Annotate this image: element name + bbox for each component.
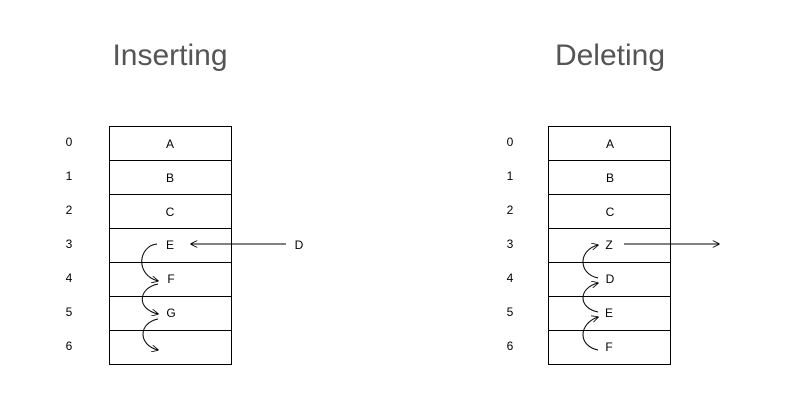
delete-cell-6	[548, 330, 671, 365]
delete-shift-arrow-4-3	[582, 245, 598, 279]
delete-cell-6-value: F	[605, 340, 612, 354]
insert-index-2: 2	[66, 203, 73, 217]
insert-cell-6	[109, 330, 232, 365]
delete-index-3: 3	[507, 237, 514, 251]
insert-array: A B C E F G	[109, 126, 232, 365]
insert-cell-2-value: C	[166, 205, 175, 219]
insert-shift-arrows	[141, 243, 158, 350]
insert-index-1: 1	[66, 169, 73, 183]
delete-index-2: 2	[507, 203, 514, 217]
delete-cell-4-value: D	[606, 272, 615, 286]
insert-index-6: 6	[66, 339, 73, 353]
insert-cell-1-value: B	[166, 171, 174, 185]
delete-index-5: 5	[507, 305, 514, 319]
insert-index-3: 3	[66, 237, 73, 251]
delete-cell-0-value: A	[606, 137, 614, 151]
insert-shift-arrow-3-4	[141, 243, 158, 281]
insert-title: Inserting	[112, 39, 227, 72]
insert-index-column: 0 1 2 3 4 5 6	[66, 135, 73, 353]
delete-title: Deleting	[555, 39, 665, 72]
delete-index-6: 6	[507, 339, 514, 353]
delete-index-0: 0	[507, 135, 514, 149]
insert-cell-4-value: F	[167, 272, 174, 286]
insert-cell-5-value: G	[166, 306, 175, 320]
delete-shift-arrow-5-4	[582, 283, 598, 313]
delete-cell-3-value: Z	[605, 238, 612, 252]
delete-array: A B C Z D E F	[548, 126, 671, 365]
insert-cell-0-value: A	[166, 137, 174, 151]
delete-index-column: 0 1 2 3 4 5 6	[507, 135, 514, 353]
delete-shift-arrow-6-5	[582, 317, 598, 351]
insert-shift-arrow-5-6	[142, 318, 158, 350]
delete-cell-5-value: E	[605, 306, 613, 320]
delete-index-1: 1	[507, 169, 514, 183]
insert-panel: Inserting 0 1 2 3 4 5 6 A B C E F G	[66, 39, 304, 365]
delete-panel: Deleting 0 1 2 3 4 5 6 A B C Z D E F	[507, 39, 719, 365]
insert-cell-3-value: E	[166, 238, 174, 252]
delete-index-4: 4	[507, 271, 514, 285]
insert-index-0: 0	[66, 135, 73, 149]
insert-index-4: 4	[66, 271, 73, 285]
insert-shift-arrow-4-5	[141, 283, 158, 314]
insert-index-5: 5	[66, 305, 73, 319]
delete-cell-1-value: B	[606, 171, 614, 185]
delete-shift-arrows	[582, 245, 598, 351]
insert-incoming-label: D	[295, 238, 304, 252]
delete-cell-2-value: C	[606, 205, 615, 219]
